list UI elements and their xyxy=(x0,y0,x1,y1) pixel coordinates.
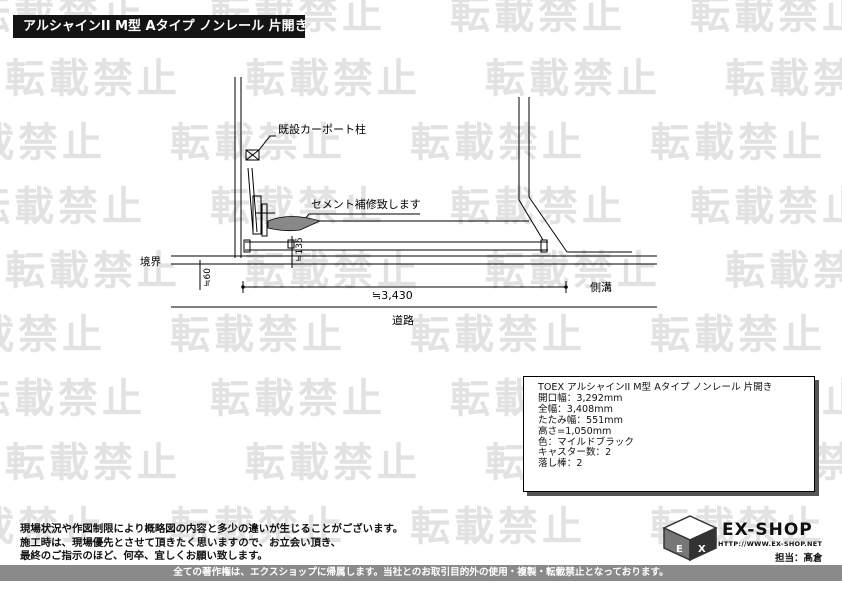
spec-line: 高さ=1,050mm xyxy=(538,425,612,437)
caster-icon xyxy=(287,239,295,249)
note-line: 施工時は、現場優先とさせて頂きたく思いますので、お立会い頂き、 xyxy=(20,536,341,549)
page-title: アルシャインII M型 Aタイプ ノンレール 片開き xyxy=(13,15,308,38)
label-ditch: 側溝 xyxy=(590,281,612,294)
carport-pillar-icon xyxy=(245,149,260,161)
label-boundary: 境界 xyxy=(140,255,161,268)
svg-text:E: E xyxy=(676,544,683,555)
ex-shop-logo-icon: E X xyxy=(662,515,718,562)
label-pillar: 既設カーポート柱 xyxy=(278,122,366,136)
dimension-60-label: ≒60 xyxy=(203,268,213,287)
note-line: 最終のご指示のほど、何卒、宜しくお願い致します。 xyxy=(20,550,268,562)
notes: 現場状況や作図制限により概略図の内容と多少の違いが生じることがございます。施工時… xyxy=(20,523,403,564)
spec-line: たたみ幅：551mm xyxy=(538,414,623,426)
spec-line: 開口幅：3,292mm xyxy=(538,392,623,404)
caster-icon xyxy=(540,239,548,253)
spec-line: キャスター数：2 xyxy=(538,447,612,459)
staff-label: 担当：髙倉 xyxy=(775,553,823,564)
svg-text:X: X xyxy=(698,544,706,555)
right-wall-line xyxy=(518,199,544,241)
dimension-width-label: ≒3,430 xyxy=(372,289,413,302)
label-cement: セメント補修致します xyxy=(311,197,421,211)
spec-line: 全幅：3,408mm xyxy=(538,403,613,415)
copyright-footer: 全ての著作権は、エクスショップに帰属します。当社とのお取引目的外の使用・複製・転… xyxy=(0,565,842,581)
note-line: 現場状況や作図制限により概略図の内容と多少の違いが生じることがございます。 xyxy=(20,523,404,535)
caster-icon xyxy=(243,239,251,253)
right-wall-line xyxy=(528,196,568,253)
brand-name: EX-SHOP xyxy=(722,520,813,540)
dimension-135-label: ≒135 xyxy=(295,237,305,262)
label-road: 道路 xyxy=(392,313,414,327)
spec-line: 色：マイルドブラック xyxy=(538,436,634,448)
brand-url: HTTP://WWW.EX-SHOP.NET xyxy=(718,540,823,548)
spec-line: 落し棒：2 xyxy=(538,458,583,470)
cement-area xyxy=(267,216,322,232)
spec-box: TOEX アルシャインII M型 Aタイプ ノンレール 片開き開口幅：3,292… xyxy=(523,376,815,492)
spec-line: TOEX アルシャインII M型 Aタイプ ノンレール 片開き xyxy=(538,382,773,393)
